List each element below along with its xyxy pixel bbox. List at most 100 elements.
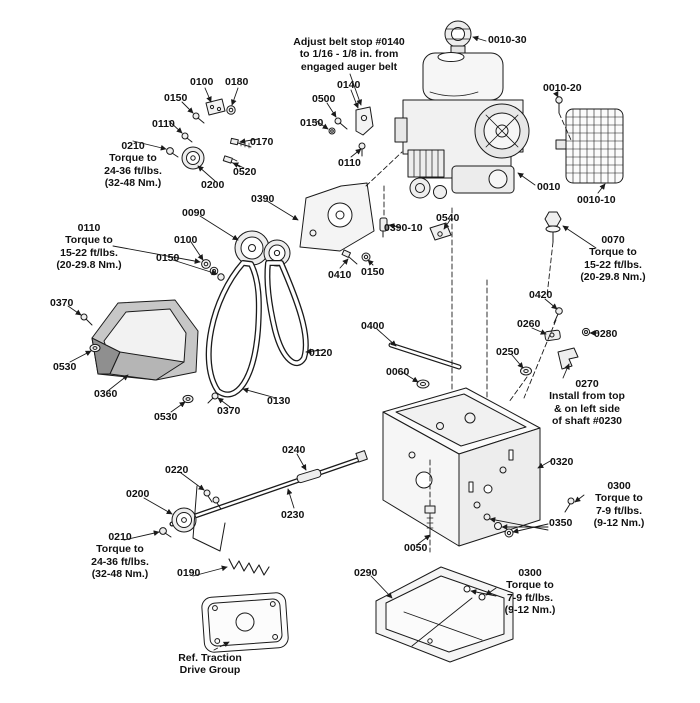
label-0240: 0240 xyxy=(282,444,306,456)
belt-0130 xyxy=(205,260,262,398)
alignment-dashed-lines xyxy=(365,112,572,403)
label-0120: 0120 xyxy=(309,347,333,359)
belt-guide-plate-0390 xyxy=(299,182,375,252)
bolt-0110-beltstop xyxy=(358,142,366,157)
leader-line xyxy=(204,87,212,103)
leader-line xyxy=(232,162,245,169)
washer-0530-right xyxy=(182,394,194,404)
label-0300-torque-right: 0300 Torque to 7-9 ft/lbs. (9-12 Nm.) xyxy=(593,480,645,530)
label-0280: 0280 xyxy=(594,328,618,340)
label-0100-mid: 0100 xyxy=(174,234,198,246)
leader-line xyxy=(537,459,553,469)
leader-line xyxy=(69,350,92,363)
label-0200-top: 0200 xyxy=(201,179,225,191)
leader-line xyxy=(511,354,524,369)
leader-line xyxy=(132,140,167,151)
leader-line xyxy=(485,587,497,596)
leader-line xyxy=(108,374,129,391)
label-0150-plate: 0150 xyxy=(361,266,385,278)
frame-0320 xyxy=(382,387,541,547)
label-0110-torque: 0110 Torque to 15-22 ft/lbs. (20-29.8 Nm… xyxy=(56,222,122,272)
leader-line xyxy=(199,215,239,241)
label-0010: 0010 xyxy=(537,181,561,193)
label-0100-top: 0100 xyxy=(190,76,214,88)
label-0530-left: 0530 xyxy=(53,361,77,373)
bracket-0270 xyxy=(557,347,579,370)
label-0210-torque-bottom: 0210 Torque to 24-36 ft/lbs. (32-48 Nm.) xyxy=(91,531,149,581)
label-0500: 0500 xyxy=(312,93,336,105)
idler-bracket xyxy=(192,485,226,552)
leader-line xyxy=(67,305,82,316)
label-0210-torque-top: 0210 Torque to 24-36 ft/lbs. (32-48 Nm.) xyxy=(104,140,162,190)
washer-0060 xyxy=(416,379,430,389)
bolt-0370-right xyxy=(207,392,219,404)
leader-line xyxy=(242,387,277,399)
label-0150-mid: 0150 xyxy=(156,252,180,264)
leader-line xyxy=(239,138,259,145)
washer-0530-left xyxy=(89,343,101,353)
pulley-0200-bottom xyxy=(171,507,197,533)
leader-line xyxy=(266,200,299,221)
bolt-0110-top xyxy=(181,132,193,143)
label-0350: 0350 xyxy=(549,517,573,529)
bolt-0210-bottom xyxy=(159,527,172,538)
bolt-0300-right xyxy=(564,497,575,513)
washer-0150-beltstop xyxy=(328,127,336,135)
belt-stop-bracket-0140 xyxy=(355,106,374,136)
cylinder-fins xyxy=(407,149,445,178)
belt-cover-0360 xyxy=(91,299,199,381)
leader-line xyxy=(230,87,239,106)
bolt-0370-left xyxy=(80,313,93,326)
label-0370-right: 0370 xyxy=(217,405,241,417)
fuel-cap xyxy=(444,20,472,54)
label-0130: 0130 xyxy=(267,395,291,407)
label-0170: 0170 xyxy=(250,136,274,148)
bolt-0010-20 xyxy=(555,96,563,114)
engine-assembly xyxy=(394,20,530,199)
leader-line xyxy=(376,328,397,347)
leader-line xyxy=(339,258,349,269)
washer-0180 xyxy=(226,105,236,115)
label-0110-top: 0110 xyxy=(152,118,175,130)
washer-0250 xyxy=(520,366,532,376)
leader-line xyxy=(350,89,359,109)
rod-0400 xyxy=(388,342,462,370)
leader-line xyxy=(388,223,400,229)
label-0370-left: 0370 xyxy=(50,297,74,309)
leader-line xyxy=(597,183,606,194)
bolts-0220 xyxy=(203,489,222,510)
leader-line xyxy=(470,589,497,597)
label-0090: 0090 xyxy=(182,207,206,219)
label-0200-bottom: 0200 xyxy=(126,488,150,500)
label-0320: 0320 xyxy=(550,456,574,468)
label-0300-torque-bottom: 0300 Torque to 7-9 ft/lbs. (9-12 Nm.) xyxy=(504,567,556,617)
leader-line xyxy=(314,119,329,130)
bottom-pan-0290 xyxy=(375,566,514,663)
leader-line xyxy=(349,73,362,106)
bolt-0500 xyxy=(334,117,348,130)
leader-line xyxy=(367,259,374,266)
bolt-0420 xyxy=(553,307,563,324)
muffler xyxy=(555,108,624,184)
leader-line xyxy=(370,575,393,599)
leader-line xyxy=(443,219,451,230)
leader-line xyxy=(197,165,216,182)
leader-line xyxy=(172,259,218,276)
label-0390-10: 0390-10 xyxy=(384,222,423,234)
shaft-0230 xyxy=(169,450,368,527)
spacer-0240 xyxy=(296,468,322,484)
leader-line xyxy=(112,245,201,264)
label-0260: 0260 xyxy=(517,318,541,330)
pulley-0200-top xyxy=(181,146,205,170)
label-0230: 0230 xyxy=(281,509,305,521)
label-0250: 0250 xyxy=(496,346,520,358)
leader-line xyxy=(531,327,547,335)
leader-line xyxy=(181,101,194,114)
leader-line xyxy=(305,348,323,355)
leader-line xyxy=(326,102,337,118)
label-0010-20: 0010-20 xyxy=(543,82,582,94)
leader-line xyxy=(217,397,231,408)
label-0060: 0060 xyxy=(386,366,410,378)
